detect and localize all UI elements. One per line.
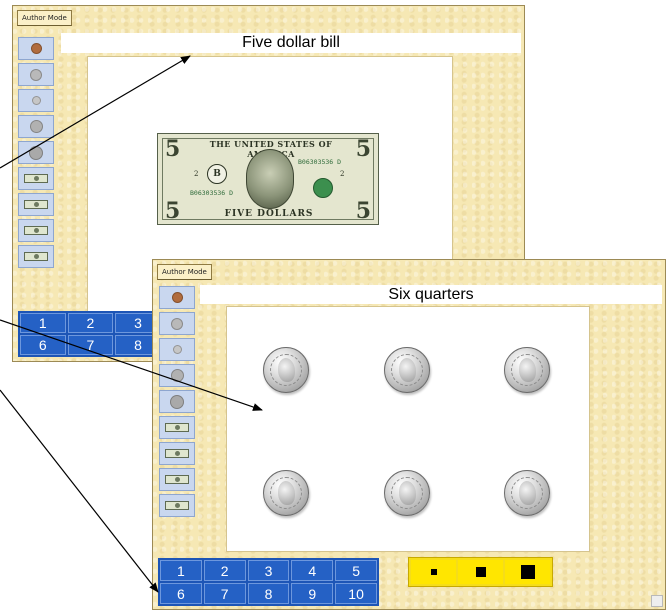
quarter-icon (29, 120, 43, 133)
small-square-icon (430, 569, 437, 575)
number-key-7[interactable]: 7 (203, 583, 246, 604)
palette-half-dollar[interactable] (159, 390, 195, 413)
palette-ten-dollar[interactable] (159, 468, 195, 491)
dime-icon (31, 96, 41, 105)
number-key-6[interactable]: 6 (160, 583, 202, 604)
half-dollar-icon (29, 145, 43, 160)
palette-quarter[interactable] (18, 115, 54, 138)
five-dollar-bill[interactable]: 5 5 5 5 THE UNITED STATES OF AMERICA B B… (157, 133, 379, 225)
number-key[interactable]: 7 (67, 335, 114, 355)
number-key-1[interactable]: 1 (160, 560, 202, 581)
number-key-10[interactable]: 10 (335, 583, 377, 604)
five-dollar-bill-icon (24, 200, 48, 209)
palette-dime[interactable] (159, 338, 195, 361)
palette-penny[interactable] (18, 37, 54, 60)
number-key-4[interactable]: 4 (291, 560, 334, 581)
quarter-coin[interactable] (263, 347, 309, 393)
bill-serial-left: B06303536 D (190, 189, 234, 197)
five-dollar-bill-icon (165, 449, 189, 458)
bill-serial-right: B06303536 D (298, 158, 342, 166)
money-palette (159, 286, 197, 517)
twenty-dollar-bill-icon (24, 252, 48, 261)
penny-icon (30, 43, 42, 54)
money-palette (18, 37, 56, 268)
number-key-3[interactable]: 3 (247, 560, 290, 581)
number-key[interactable]: 6 (20, 335, 66, 355)
author-mode-button[interactable]: Author Mode (157, 264, 212, 280)
palette-dime[interactable] (18, 89, 54, 112)
nickel-icon (30, 68, 42, 81)
half-dollar-icon (170, 394, 184, 409)
twenty-dollar-bill-icon (165, 501, 189, 510)
size-medium-button[interactable] (458, 560, 503, 584)
workspace[interactable] (226, 306, 590, 552)
palette-one-dollar[interactable] (159, 416, 195, 439)
page-title: Six quarters (200, 285, 662, 304)
one-dollar-bill-icon (165, 423, 189, 432)
number-key[interactable]: 2 (67, 313, 114, 333)
dime-icon (172, 345, 182, 354)
size-large-button[interactable] (505, 560, 550, 584)
resize-handle[interactable] (651, 595, 663, 607)
nickel-icon (171, 317, 183, 330)
medium-square-icon (475, 567, 486, 577)
arrow-to-numpad (0, 389, 159, 593)
ten-dollar-bill-icon (24, 226, 48, 235)
federal-reserve-seal: B (207, 164, 227, 184)
bill-bottom-text: FIVE DOLLARS (224, 209, 314, 219)
bill-denomination-top-right: 5 (355, 136, 371, 162)
quarter-coin[interactable] (384, 347, 430, 393)
palette-nickel[interactable] (159, 312, 195, 335)
bill-number-left: 2 (194, 170, 199, 178)
quarter-coin[interactable] (263, 470, 309, 516)
large-square-icon (520, 565, 535, 579)
bill-border (162, 138, 374, 220)
palette-half-dollar[interactable] (18, 141, 54, 164)
bill-denomination-bottom-right: 5 (355, 198, 371, 224)
number-key[interactable]: 1 (20, 313, 66, 333)
coin-size-panel (408, 557, 553, 587)
one-dollar-bill-icon (24, 174, 48, 183)
number-key-9[interactable]: 9 (291, 583, 334, 604)
palette-nickel[interactable] (18, 63, 54, 86)
front-window: Author Mode Six quarters 1 2 3 4 5 6 7 8… (152, 259, 666, 610)
number-pad: 1 2 3 4 5 6 7 8 9 10 (158, 558, 379, 606)
treasury-seal (313, 178, 333, 198)
bill-denomination-bottom-left: 5 (165, 198, 181, 224)
palette-twenty-dollar[interactable] (159, 494, 195, 517)
palette-five-dollar[interactable] (159, 442, 195, 465)
number-key-2[interactable]: 2 (203, 560, 246, 581)
palette-twenty-dollar[interactable] (18, 245, 54, 268)
quarter-coin[interactable] (384, 470, 430, 516)
palette-penny[interactable] (159, 286, 195, 309)
quarter-coin[interactable] (504, 470, 550, 516)
penny-icon (171, 292, 183, 303)
lincoln-portrait (246, 149, 294, 209)
quarter-icon (170, 369, 184, 382)
palette-one-dollar[interactable] (18, 167, 54, 190)
ten-dollar-bill-icon (165, 475, 189, 484)
palette-five-dollar[interactable] (18, 193, 54, 216)
bill-denomination-top-left: 5 (165, 136, 181, 162)
author-mode-button[interactable]: Author Mode (17, 10, 72, 26)
number-key-8[interactable]: 8 (247, 583, 290, 604)
number-key-5[interactable]: 5 (335, 560, 377, 581)
quarter-coin[interactable] (504, 347, 550, 393)
page-title: Five dollar bill (61, 33, 521, 53)
size-small-button[interactable] (411, 560, 456, 584)
bill-number-right: 2 (340, 170, 345, 178)
palette-quarter[interactable] (159, 364, 195, 387)
palette-ten-dollar[interactable] (18, 219, 54, 242)
